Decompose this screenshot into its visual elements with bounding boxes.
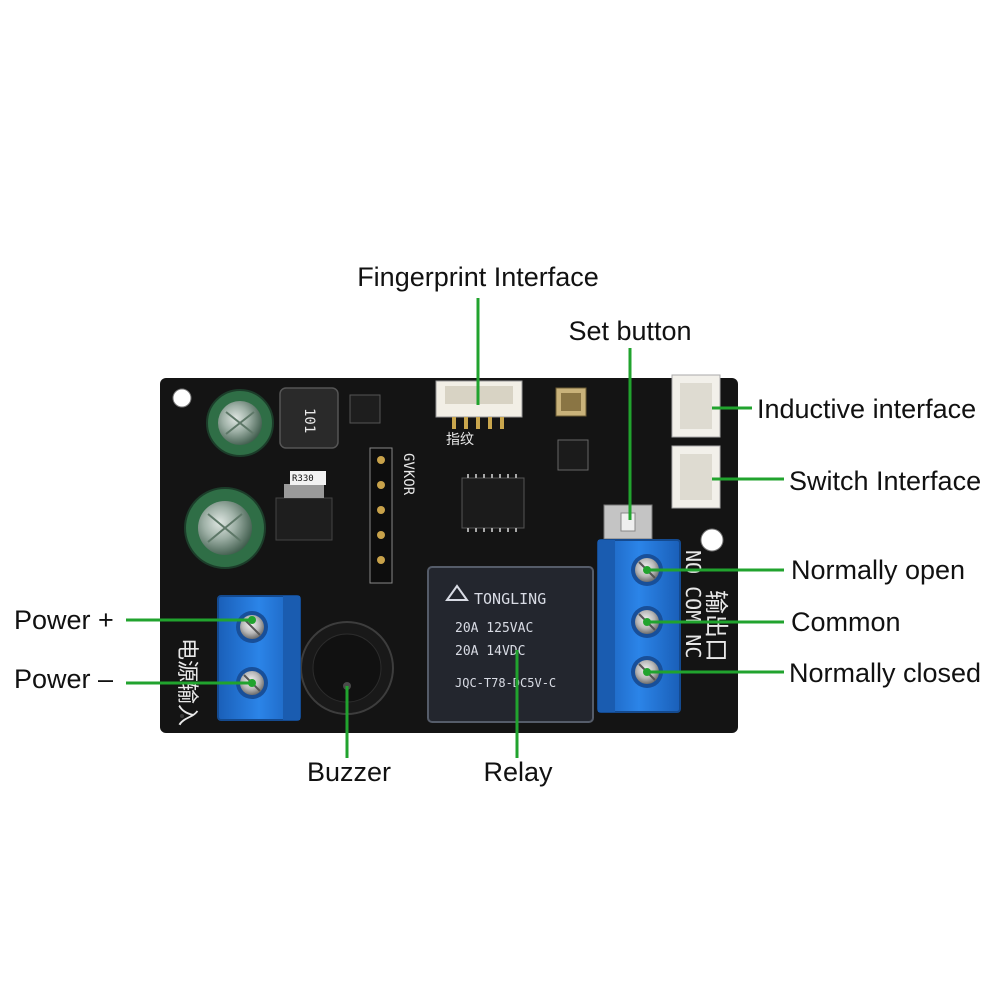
label-power-plus: Power + [14, 605, 114, 635]
switch-interface-connector[interactable] [671, 445, 721, 509]
label-common: Common [791, 607, 901, 637]
label-fingerprint-interface: Fingerprint Interface [357, 262, 599, 292]
inductor-l1: 101 [279, 387, 339, 449]
header-pin-labels: GVKOR [400, 453, 416, 496]
svg-text:101: 101 [301, 408, 317, 433]
crystal-y2 [555, 387, 587, 417]
mosfet-u2: R330 [275, 471, 333, 541]
label-power-minus: Power – [14, 664, 113, 694]
label-relay: Relay [483, 757, 553, 787]
svg-text:R330: R330 [292, 474, 314, 484]
label-buzzer: Buzzer [307, 757, 391, 787]
svg-text:TONGLING: TONGLING [474, 590, 546, 608]
capacitor-e2 [184, 487, 266, 569]
leader-dots [248, 566, 651, 687]
mcu-chip-u1 [461, 474, 525, 532]
label-switch-interface: Switch Interface [789, 466, 981, 496]
inductive-interface-connector[interactable] [671, 374, 721, 438]
output-terminal-block [597, 539, 681, 713]
capacitor-e1 [206, 389, 274, 457]
qfn-chip [557, 439, 589, 471]
svg-text:20A 14VDC: 20A 14VDC [455, 644, 525, 659]
svg-text:JQC-T78-DC5V-C: JQC-T78-DC5V-C [455, 676, 556, 690]
pin-header-p1 [369, 447, 393, 584]
fingerprint-cn-silk: 指纹 [446, 432, 474, 448]
relay-component: TONGLING 20A 125VAC 20A 14VDC JQC-T78-DC… [427, 566, 594, 723]
label-set-button: Set button [568, 316, 691, 346]
label-inductive-interface: Inductive interface [757, 394, 976, 424]
transistor-q-top [349, 394, 381, 424]
power-terminal-block [217, 595, 301, 721]
svg-text:20A 125VAC: 20A 125VAC [455, 621, 533, 636]
output-cn-silk: 输出口 [702, 590, 730, 662]
leader-lines [126, 298, 784, 758]
set-button[interactable] [603, 504, 653, 540]
buzzer-component [300, 621, 394, 715]
label-normally-open: Normally open [791, 555, 965, 585]
label-normally-closed: Normally closed [789, 658, 981, 688]
terminal-markings-silk: NO COM NC [681, 550, 705, 658]
